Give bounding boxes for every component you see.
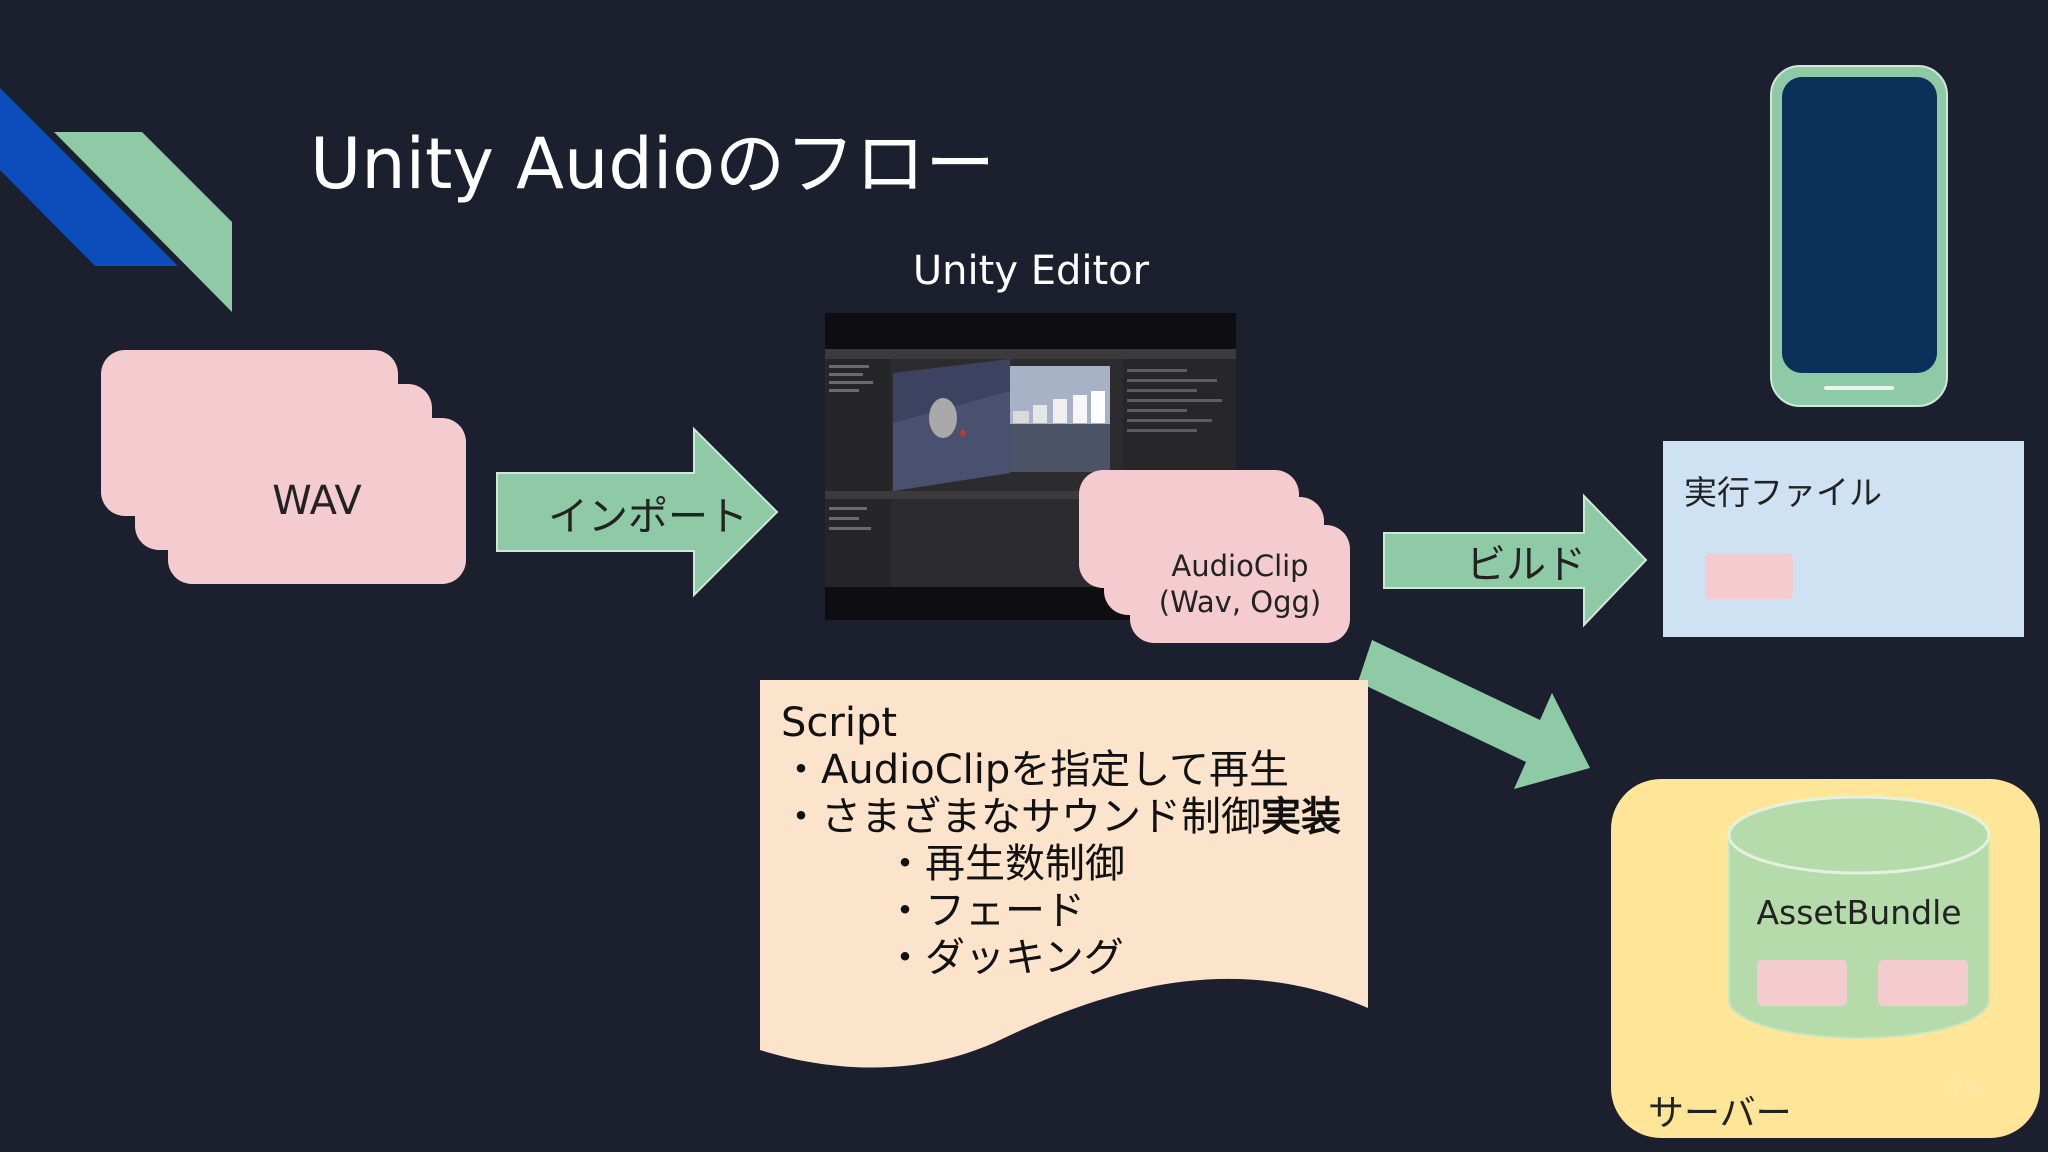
wav-card-front [168,418,466,584]
audioclip-label: AudioClip(Wav, Ogg) [1130,525,1350,643]
assetbundle-chip-right [1878,960,1968,1006]
audioclip-card-front [1130,525,1350,643]
assetbundle-label: AssetBundle [1756,893,1962,932]
audioclip-label-line2: (Wav, Ogg) [1158,585,1322,619]
import-arrow [496,426,779,598]
script-subitem-playcount: ・再生数制御 [885,841,1125,887]
server-label: サーバー [1648,1093,1792,1134]
script-item-control-bold: 実装 [1261,794,1341,840]
corner-decoration [0,88,232,312]
executable-audio-chip [1705,553,1793,599]
audioclip-label-line1: AudioClip [1171,549,1309,583]
script-item-play: ・AudioClipを指定して再生 [781,747,1290,793]
page-number: 16 [1948,1074,1979,1102]
build-arrow-label: ビルド [1466,542,1586,588]
executable-box [1663,441,2024,637]
slide-title: Unity Audioのフロー [310,123,996,205]
script-document [760,680,1368,1068]
script-item-control-text: ・さまざまなサウンド制御 [781,794,1261,840]
import-arrow-label: インポート [548,494,748,540]
editor-screenshot-graphic [825,349,1236,587]
executable-label: 実行ファイル [1684,473,1882,512]
script-subitem-fade: ・フェード [885,888,1085,934]
script-item-control: ・さまざまなサウンド制御実装 [781,794,1341,841]
editor-screenshot [825,313,1236,620]
phone-home-bar [1824,386,1894,390]
build-arrow [1383,493,1648,628]
assetbundle-chip-left [1757,960,1847,1006]
script-heading: Script [781,700,898,746]
server-arrow [1358,640,1590,789]
script-text: Script ・AudioClipを指定して再生 ・さまざまなサウンド制御実装 … [781,700,1341,982]
editor-title: Unity Editor [912,248,1150,294]
wav-label: WAV [272,478,362,524]
phone-screen [1782,77,1937,373]
script-subitem-ducking: ・ダッキング [885,935,1124,981]
